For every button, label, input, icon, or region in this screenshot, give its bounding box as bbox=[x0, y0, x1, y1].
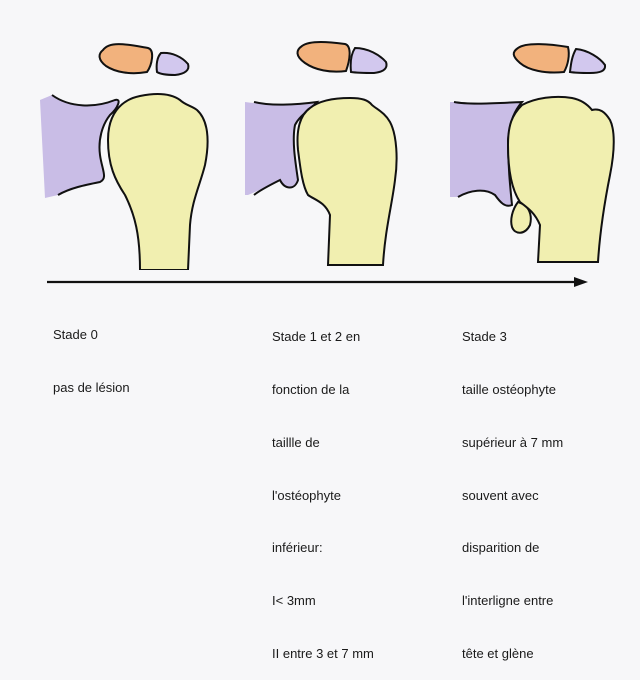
stage-0-desc: pas de lésion bbox=[53, 379, 130, 395]
stage-3-line: souvent avec bbox=[462, 487, 539, 503]
clavicle-shape bbox=[568, 47, 607, 75]
stage-0-drawing bbox=[30, 30, 230, 270]
stage-3-drawing bbox=[440, 30, 640, 270]
humerus-shape bbox=[506, 95, 615, 263]
stage-3-line: Stade 3 bbox=[462, 329, 507, 345]
stage-1-2-line: I< 3mm bbox=[272, 593, 316, 609]
progression-arrow bbox=[47, 277, 588, 287]
humerus-shape bbox=[296, 96, 398, 266]
stage-3-line: disparition de bbox=[462, 540, 540, 556]
clavicle-shape bbox=[349, 46, 388, 75]
stage-1-2-line: II entre 3 et 7 mm bbox=[272, 645, 374, 661]
glenoid-shape bbox=[245, 102, 317, 195]
stage-1-2-line: fonction de la bbox=[272, 381, 350, 397]
stage-0-label: Stade 0 pas de lésion bbox=[53, 291, 130, 414]
stage-0-title: Stade 0 bbox=[53, 327, 98, 343]
glenoid-shape bbox=[450, 102, 522, 206]
stage-1-2-line: l'ostéophyte bbox=[272, 487, 341, 503]
stage-3-label: Stade 3 taille ostéophyte supérieur à 7 … bbox=[462, 293, 563, 680]
stage-1-2-line: Stade 1 et 2 en bbox=[272, 329, 361, 345]
clavicle-shape bbox=[155, 51, 190, 77]
acromion-shape bbox=[296, 41, 351, 73]
stage-3-line: l'interligne entre bbox=[462, 593, 554, 609]
osteophyte-shape bbox=[510, 200, 532, 234]
stage-3-line: taille ostéophyte bbox=[462, 381, 556, 397]
humerus-shape bbox=[106, 93, 209, 270]
stage-3-line: supérieur à 7 mm bbox=[462, 434, 564, 450]
glenoid-shape bbox=[40, 95, 119, 198]
stage-1-2-line: taillle de bbox=[272, 434, 320, 450]
stage-1-2-label: Stade 1 et 2 en fonction de la taillle d… bbox=[272, 293, 374, 680]
stage-3-line: tête et glène bbox=[462, 645, 534, 661]
acromion-shape bbox=[98, 43, 154, 75]
stage-1-2-line: inférieur: bbox=[272, 540, 323, 556]
stage-1-2-drawing bbox=[240, 30, 440, 270]
acromion-shape bbox=[512, 43, 570, 74]
